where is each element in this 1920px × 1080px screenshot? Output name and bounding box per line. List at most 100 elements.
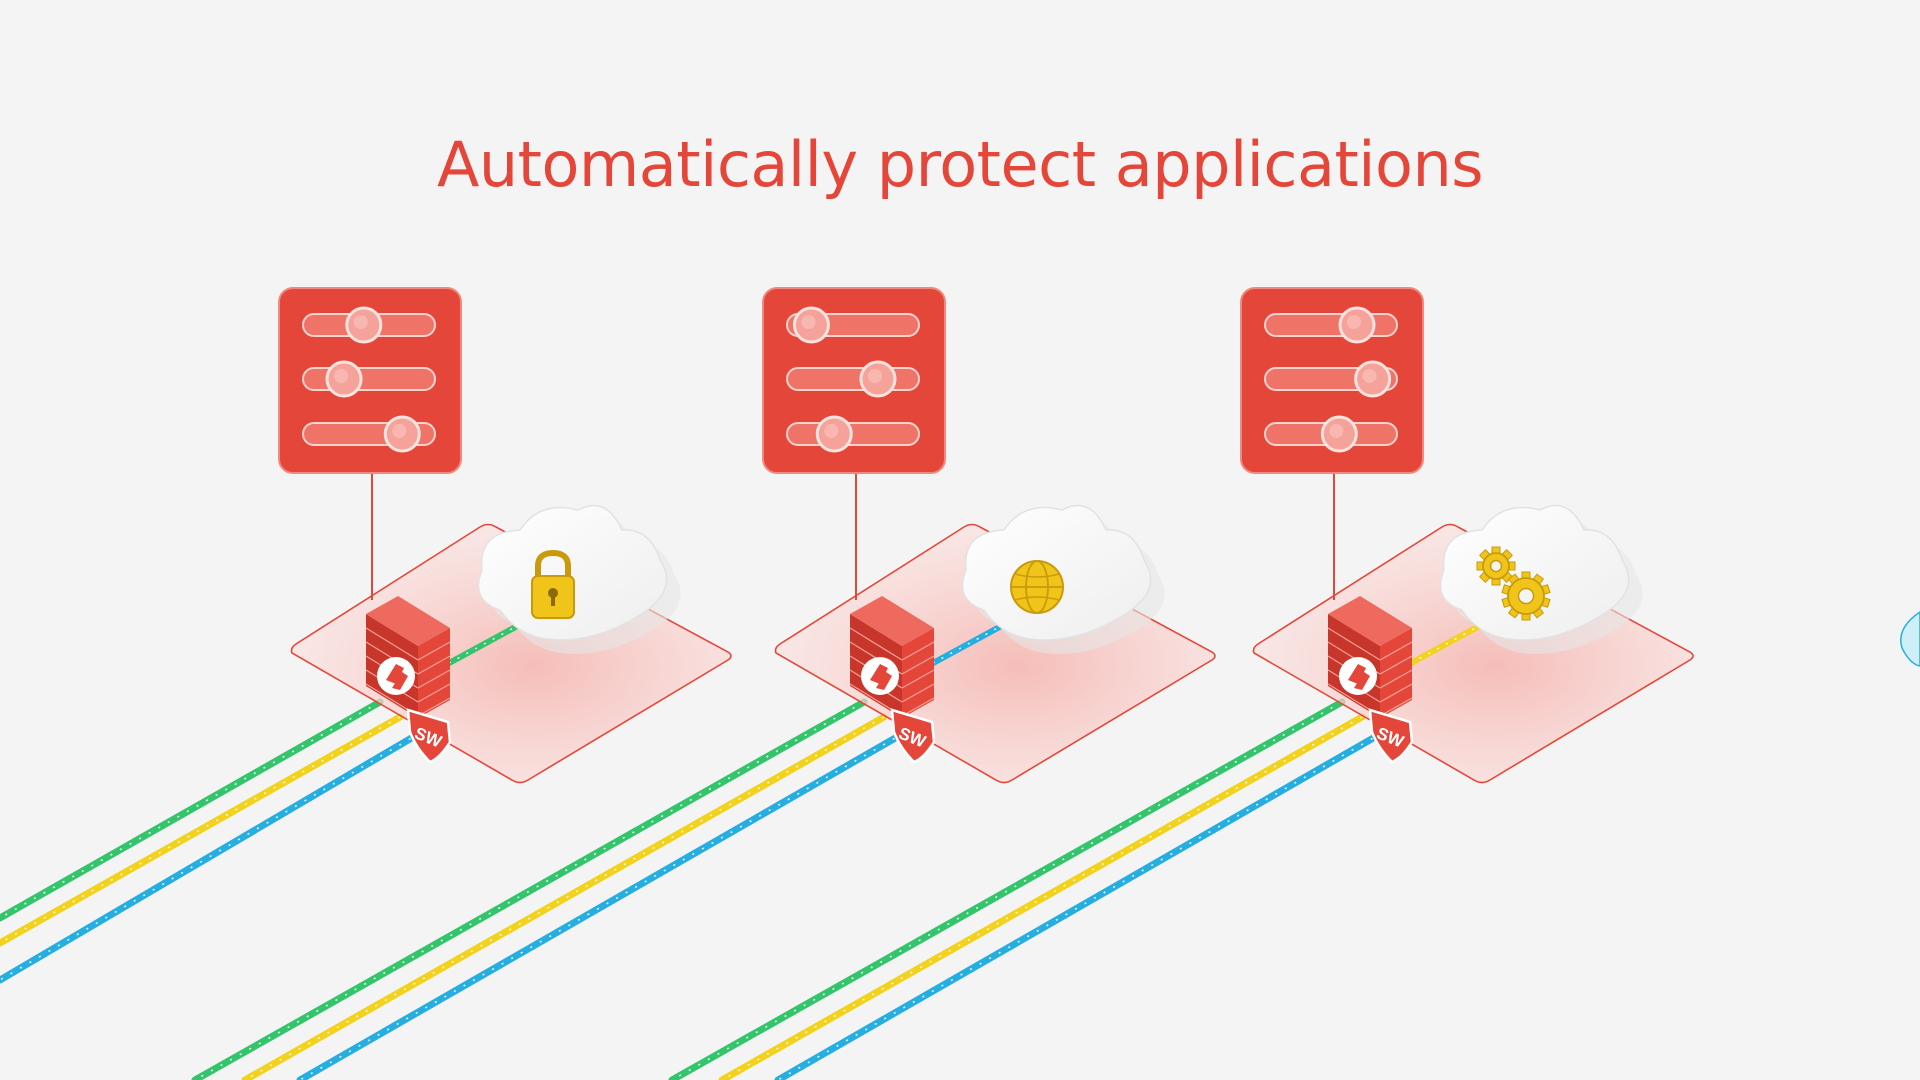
firewall: SW [849, 596, 936, 764]
firewall-front [418, 628, 450, 718]
slider-1 [1264, 306, 1398, 344]
platform [1252, 523, 1694, 784]
firewall-top [1328, 596, 1412, 646]
brick-line [1379, 655, 1413, 675]
brick-line [1379, 697, 1413, 717]
lane-line [191, 698, 868, 1080]
lane-dots [721, 716, 1363, 1080]
slider-3 [1264, 415, 1398, 453]
sw-badge-shield [406, 708, 452, 764]
firewall-logo-mark [870, 664, 892, 690]
lane-dots [0, 732, 421, 981]
globe-parallels [1014, 573, 1060, 601]
brick-line [1379, 669, 1413, 689]
slider-knob-highlight [824, 424, 839, 438]
firewall-bricks [1327, 627, 1413, 717]
slider-track [302, 367, 436, 391]
brick-line [1327, 627, 1381, 661]
platform [774, 523, 1216, 784]
gear-hole [1517, 587, 1535, 605]
sw-badge: SW [406, 708, 452, 764]
slider-2 [1264, 360, 1398, 398]
station-3: SW [1240, 287, 1694, 784]
brick-line [417, 655, 451, 675]
lane-line [0, 698, 384, 922]
gear-hole [1489, 559, 1503, 573]
firewall: SW [1327, 596, 1414, 764]
lock-icon [531, 549, 575, 619]
platform [290, 523, 732, 784]
lane-line [296, 729, 908, 1080]
firewall: SW [365, 596, 452, 764]
station-2: SW [762, 287, 1216, 784]
brick-line [1379, 641, 1413, 661]
brick-line [901, 697, 935, 717]
lane-blue [0, 729, 424, 984]
brick-line [417, 669, 451, 689]
slider-track [786, 422, 920, 446]
lane-green [191, 698, 868, 1080]
lane-line [0, 713, 404, 947]
sw-badge-shield [890, 708, 936, 764]
slider-track [786, 367, 920, 391]
lane-line [774, 729, 1386, 1080]
brick-line [901, 655, 935, 675]
slider-2 [786, 360, 920, 398]
sw-badge: SW [1368, 708, 1414, 764]
slider-knob-highlight [801, 315, 816, 329]
slider-knob-highlight [867, 369, 882, 383]
settings-panel [1240, 287, 1424, 474]
slider-knob-highlight [334, 369, 349, 383]
brick-line [901, 641, 935, 661]
lane-yellow [718, 713, 1366, 1080]
slider-1 [302, 306, 436, 344]
firewall-top [366, 596, 450, 646]
firewall-logo-mark [386, 664, 408, 690]
globe-icon [1010, 560, 1064, 614]
stations: SW SW SW [278, 287, 1694, 784]
lane-yellow [0, 713, 404, 947]
brick-line [849, 627, 903, 661]
slider-knob-highlight [1329, 424, 1344, 438]
slider-2 [302, 360, 436, 398]
firewall-front [902, 628, 934, 718]
page-title: Automatically protect applications [436, 128, 1484, 201]
slider-3 [786, 415, 920, 453]
firewall-front [1380, 628, 1412, 718]
slider-3 [302, 415, 436, 453]
offscreen-element-edge [1900, 611, 1920, 667]
brick-line [417, 641, 451, 661]
firewall-logo-mark [1348, 664, 1370, 690]
lane-green [0, 698, 384, 922]
gears-icon [1476, 546, 1551, 621]
brick-line [901, 669, 935, 689]
lock-shackle [535, 549, 571, 578]
settings-panel [278, 287, 462, 474]
cloud-shape [1439, 504, 1630, 641]
lane-blue [774, 729, 1386, 1080]
gear-large [1501, 571, 1551, 621]
brick-line [901, 683, 935, 703]
slider-knob-highlight [353, 315, 368, 329]
lock-keyhole-slot [551, 594, 555, 606]
cloud [477, 504, 681, 654]
sw-badge: SW [890, 708, 936, 764]
slider-knob-highlight [1362, 369, 1377, 383]
lane-line [668, 698, 1346, 1080]
station-1: SW [278, 287, 732, 784]
slider-knob-highlight [1347, 315, 1361, 329]
cloud-shape [477, 504, 668, 641]
brick-line [417, 683, 451, 703]
lane-dots [0, 701, 381, 919]
slider-knob-highlight [392, 424, 407, 438]
brick-line [365, 627, 419, 661]
firewall-top [850, 596, 934, 646]
lane-green [668, 698, 1346, 1080]
firewall-bricks [849, 627, 935, 717]
slider-1 [786, 306, 920, 344]
lock-keyhole [548, 588, 558, 598]
settings-panel [762, 287, 946, 474]
lane-yellow [241, 713, 888, 1080]
sw-badge-shield [1368, 708, 1414, 764]
